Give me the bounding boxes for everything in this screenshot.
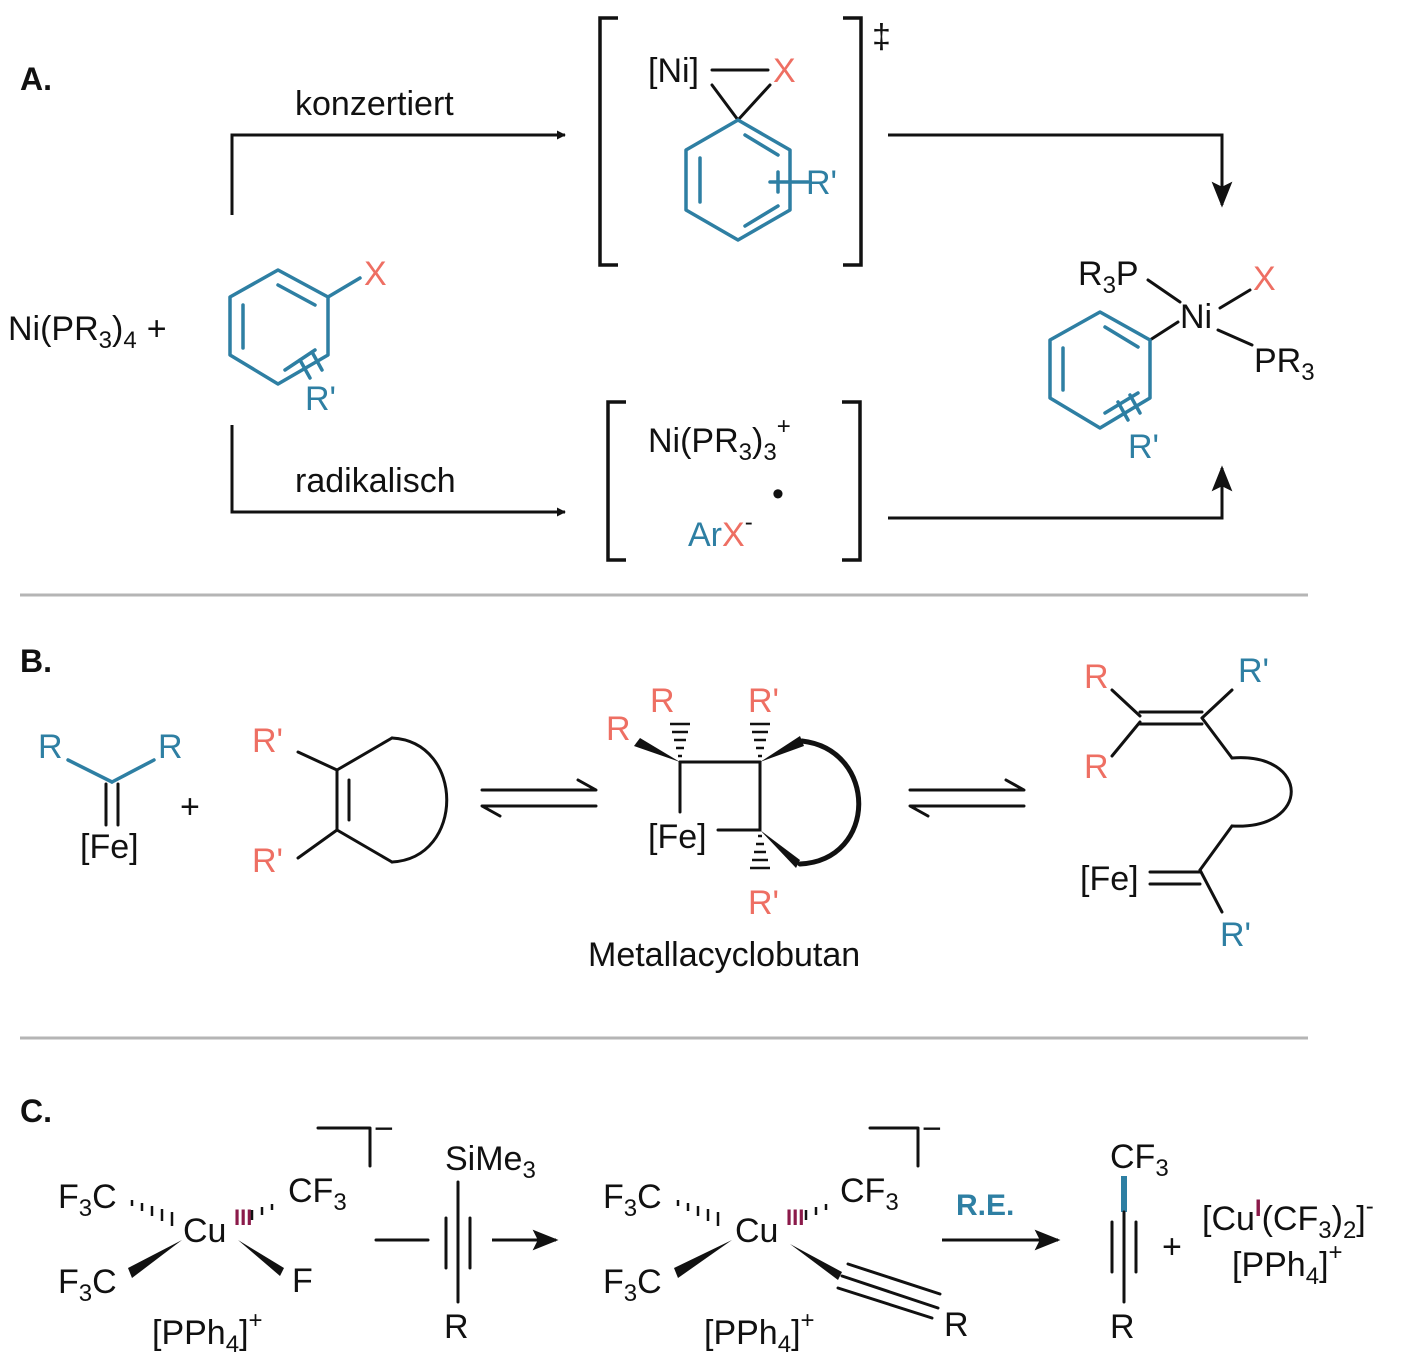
prod-substituent-2: R xyxy=(1084,748,1109,786)
alkene-substituent-2: R' xyxy=(252,842,283,880)
aryl-halide-substituent: R' xyxy=(305,380,336,418)
int-r: R xyxy=(944,1306,969,1344)
alkene-substituent-1: R' xyxy=(252,722,283,760)
mc-substituent-2: R xyxy=(606,710,631,748)
trifluoromethyl-1: F3C xyxy=(58,1178,117,1222)
plus-sign-c: + xyxy=(1162,1228,1182,1266)
radical-label: radikalisch xyxy=(295,462,456,500)
counterion-1: [PPh4]+ xyxy=(152,1307,263,1358)
iron-carbene: R R [Fe] xyxy=(38,728,183,866)
ts-substituent: R' xyxy=(806,164,837,202)
cycloalkene: R' R' xyxy=(252,722,449,880)
int-trifluoromethyl-2: CF3 xyxy=(840,1172,899,1216)
reductive-elimination-label: R.E. xyxy=(956,1189,1014,1222)
concerted-arrow xyxy=(230,130,566,215)
prod-iron: [Fe] xyxy=(1080,860,1139,898)
concerted-label: konzertiert xyxy=(295,85,454,123)
prod-substituent-3: R' xyxy=(1238,652,1269,690)
radical-dot: • xyxy=(772,475,784,513)
prod-substituent-1: R xyxy=(1084,658,1109,696)
aryl-halide-x: X xyxy=(364,255,387,293)
prod-substituent-4: R' xyxy=(1220,916,1251,954)
plus-sign-b: + xyxy=(180,788,200,826)
nickel-reactant: Ni(PR3)4+ xyxy=(8,310,167,354)
product-cf3: CF3 xyxy=(1110,1138,1169,1182)
mc-substituent-1: R xyxy=(650,682,675,720)
alkynyl-copper-complex: − F3C CF3 F3C Cu III R [PPh4]+ xyxy=(603,1110,969,1358)
fluoride: F xyxy=(292,1262,313,1300)
ts-to-product-arrow xyxy=(888,133,1233,208)
trifluoromethyl-2: CF3 xyxy=(288,1172,347,1216)
metallacyclobutane: R R R' R' xyxy=(588,682,862,974)
nickel-cation: Ni(PR3)3+ xyxy=(648,413,791,466)
equilibrium-arrow-1 xyxy=(480,778,598,818)
aryl-radical-anion: ArX- xyxy=(688,509,753,554)
radical-pair: Ni(PR3)3+ • ArX- xyxy=(606,400,862,562)
product-r: R xyxy=(1110,1308,1135,1346)
mc-substituent-3: R' xyxy=(748,682,779,720)
int-copper-oxidation-state: III xyxy=(786,1205,804,1230)
radical-arrow xyxy=(230,425,566,517)
silyl-group: SiMe3 xyxy=(445,1140,536,1184)
aryl-halide: X R' xyxy=(228,255,387,418)
complex-charge: − xyxy=(374,1110,394,1148)
copper-complex: − F3C CF3 F3C F Cu III [PPh4]+ xyxy=(58,1110,394,1358)
alkyne-reagent: SiMe3 R xyxy=(374,1140,559,1346)
carbene-substituent-1: R xyxy=(38,728,63,766)
int-copper-center: Cu xyxy=(735,1212,778,1250)
int-trifluoromethyl-1: F3C xyxy=(603,1178,662,1222)
copper-byproduct: [CuI(CF3)2]- [PPh4]+ xyxy=(1202,1193,1374,1290)
panel-a: A. Ni(PR3)4+ X R' konzertiert radikalisc… xyxy=(8,16,1315,562)
cuprate: [CuI(CF3)2]- xyxy=(1202,1193,1374,1244)
ts-nickel: [Ni] xyxy=(648,52,699,90)
product-halide: X xyxy=(1253,260,1276,298)
panel-c-label: C. xyxy=(20,1093,52,1129)
transition-state: ‡ [Ni] X R' xyxy=(598,16,891,267)
transition-state-dagger: ‡ xyxy=(872,18,891,56)
carbene-iron: [Fe] xyxy=(80,828,139,866)
mc-iron: [Fe] xyxy=(648,818,707,856)
carbene-substituent-2: R xyxy=(158,728,183,766)
counterion-3: [PPh4]+ xyxy=(1232,1239,1343,1290)
copper-oxidation-state: III xyxy=(234,1205,252,1230)
panel-b: B. R R [Fe] + R' R' xyxy=(20,643,1293,974)
mc-substituent-4: R' xyxy=(748,884,779,922)
metallacyclobutane-name: Metallacyclobutan xyxy=(588,936,860,974)
product-phosphine-2: PR3 xyxy=(1254,342,1315,386)
product-phosphine-1: R3P xyxy=(1078,255,1139,299)
counterion-2: [PPh4]+ xyxy=(704,1307,815,1358)
alkyne-r: R xyxy=(444,1308,469,1346)
trifluoromethyl-alkyne: CF3 R xyxy=(1110,1138,1169,1346)
int-complex-charge: − xyxy=(922,1110,942,1148)
product-nickel: Ni xyxy=(1180,298,1212,336)
oxidative-addition-product: R3P Ni X PR3 R' xyxy=(1048,255,1315,466)
panel-b-label: B. xyxy=(20,643,52,679)
panel-a-label: A. xyxy=(20,61,52,97)
equilibrium-arrow-2 xyxy=(908,778,1026,818)
copper-center: Cu xyxy=(183,1212,226,1250)
radical-to-product-arrow xyxy=(888,465,1233,520)
panel-c: C. − F3C CF3 F3C F Cu III [PPh4]+ xyxy=(20,1093,1374,1358)
int-trifluoromethyl-3: F3C xyxy=(603,1263,662,1307)
trifluoromethyl-3: F3C xyxy=(58,1263,117,1307)
ts-halide: X xyxy=(773,52,796,90)
product-substituent: R' xyxy=(1128,428,1159,466)
ring-opened-product: R R R' [Fe] R' xyxy=(1080,652,1293,954)
